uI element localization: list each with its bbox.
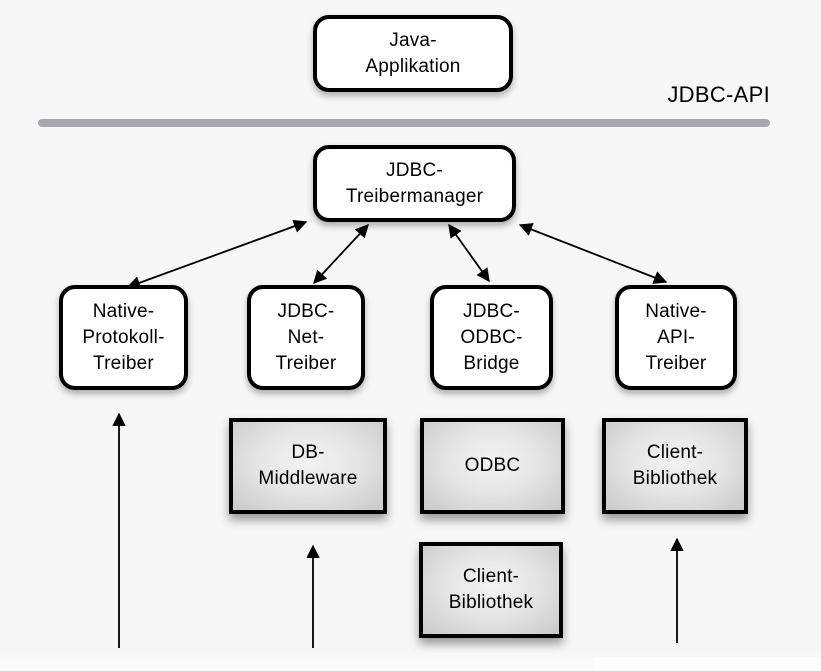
- node-label: JDBC- Treibermanager: [345, 159, 484, 207]
- node-label: DB- Middleware: [258, 442, 358, 489]
- node-label: JDBC- Net- Treiber: [275, 300, 337, 374]
- node-java-applikation: Java- Applikation: [313, 15, 513, 92]
- node-label: Native- Protokoll- Treiber: [82, 300, 165, 374]
- arrow-treibermanager-native-api: [518, 223, 668, 284]
- node-label: Java- Applikation: [365, 29, 461, 77]
- node-label: Client- Bibliothek: [448, 566, 534, 613]
- node-jdbc-treibermanager: JDBC- Treibermanager: [313, 145, 516, 222]
- node-jdbc-odbc-bridge: JDBC- ODBC- Bridge: [430, 285, 553, 390]
- node-label: Native- API- Treiber: [645, 300, 707, 374]
- node-client-bibliothek-bottom: Client- Bibliothek: [419, 542, 563, 638]
- arrow-treibermanager-jdbc-net: [313, 224, 369, 284]
- jdbc-api-divider-line: [38, 119, 770, 127]
- node-client-bibliothek-right: Client- Bibliothek: [602, 418, 748, 514]
- bottom-edge-highlight: [595, 657, 821, 671]
- arrow-treibermanager-jdbc-odbc: [448, 223, 490, 283]
- node-native-api-treiber: Native- API- Treiber: [615, 285, 737, 390]
- node-label: Client- Bibliothek: [632, 442, 718, 489]
- node-jdbc-net-treiber: JDBC- Net- Treiber: [247, 285, 365, 390]
- node-label: JDBC- ODBC- Bridge: [460, 300, 523, 374]
- node-native-protokoll-treiber: Native- Protokoll- Treiber: [59, 285, 188, 390]
- jdbc-api-label: JDBC-API: [667, 82, 770, 107]
- node-db-middleware: DB- Middleware: [229, 418, 387, 514]
- arrow-treibermanager-native-protokoll: [126, 219, 308, 290]
- node-odbc: ODBC: [420, 418, 565, 514]
- node-label: ODBC: [464, 455, 521, 476]
